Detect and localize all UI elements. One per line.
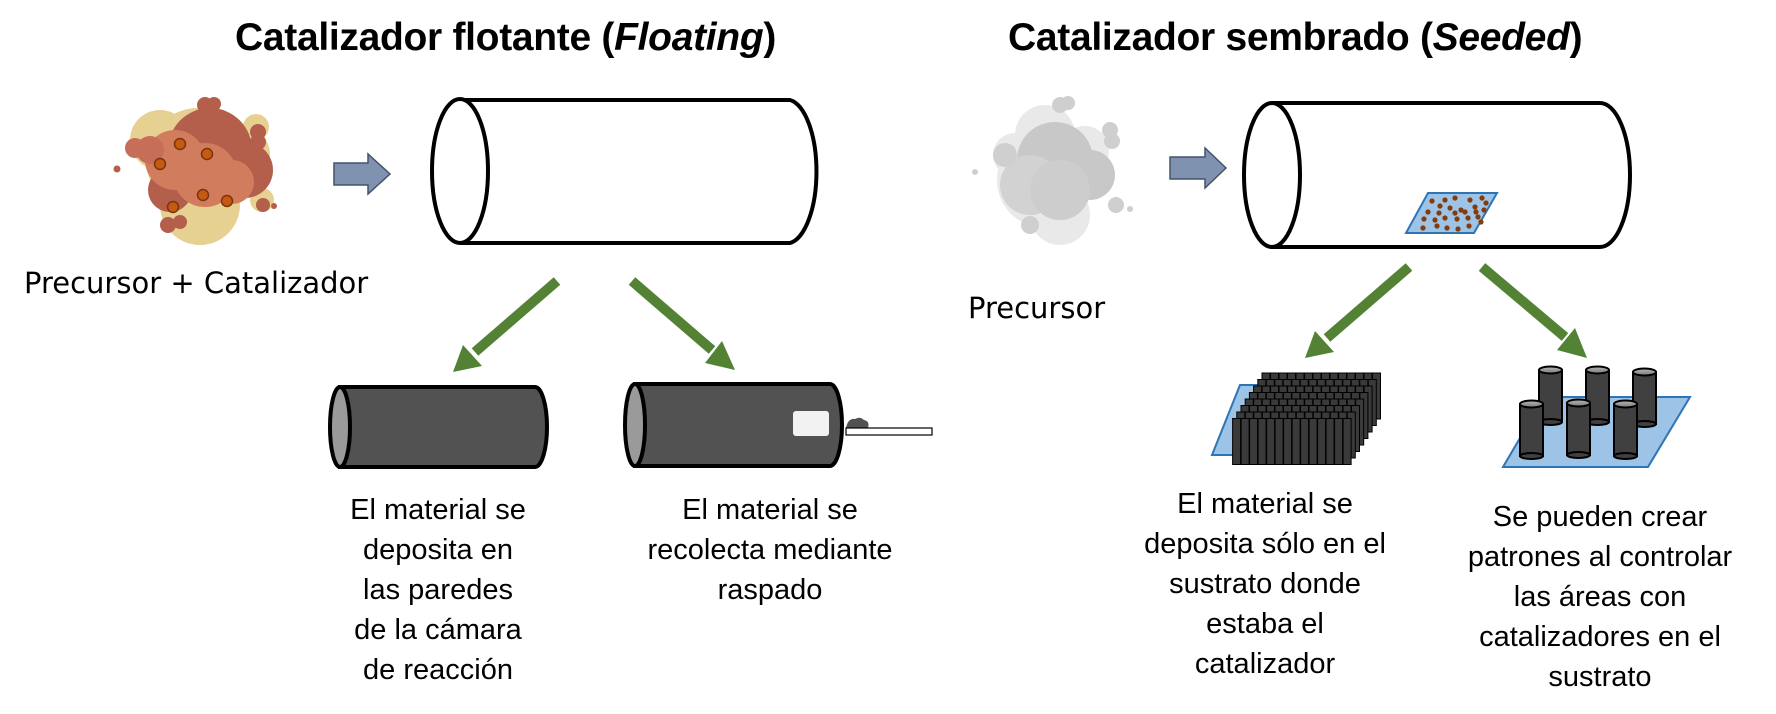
nanotube [1283, 418, 1293, 465]
precursor-catalyst-cloud-icon [113, 97, 277, 245]
catalyst-seed-dot [1442, 215, 1448, 221]
catalyst-particles-icon [153, 137, 234, 214]
catalyst-seed-dot [1447, 205, 1453, 211]
flow-arrow-seeded-icon [1169, 146, 1228, 190]
pillar [1538, 365, 1563, 426]
caption-floating-walls: El material se deposita en las paredes d… [350, 494, 526, 686]
catalyst-seed-dot [1458, 207, 1464, 213]
seeded-substrate-icon [1404, 192, 1499, 234]
nanotube [1274, 418, 1284, 465]
nanotube [1266, 418, 1276, 465]
caption-floating-scraping: El material se recolecta mediante raspad… [647, 494, 893, 606]
scraper-tool-icon [845, 417, 933, 436]
floating-catalyst-title: Catalizador flotante (Floating) [235, 16, 776, 60]
deposited-tube-icon [328, 385, 549, 469]
flow-arrow-floating-icon [333, 152, 392, 196]
catalyst-seed-dot [1475, 214, 1481, 220]
catalyst-seed-dot [1425, 209, 1431, 215]
result-arrow-walls-icon [453, 277, 561, 372]
catalyst-seed-dot [1483, 200, 1489, 206]
nanotube [1232, 418, 1242, 465]
catalyst-seed-dot [1452, 195, 1458, 201]
result-arrow-scraping-icon [628, 277, 735, 370]
pillar [1632, 367, 1657, 428]
caption-seeded-patterns: Se pueden crear patrones al controlar la… [1467, 501, 1733, 693]
title-italic-term: Seeded [1432, 16, 1570, 59]
title-text-end: ) [763, 16, 777, 59]
scraped-tube-icon [623, 382, 844, 468]
catalyst-seed-dot [1454, 216, 1460, 222]
reactor-tube-floating-icon [430, 97, 819, 245]
catalyst-seed-dot [1473, 209, 1479, 215]
nanotube [1342, 418, 1352, 465]
patterned-pillars-icon [1501, 365, 1692, 468]
caption-seeded-substrate: El material se deposita sólo en el sustr… [1144, 488, 1386, 680]
seeded-catalyst-title: Catalizador sembrado (Seeded) [1008, 16, 1583, 60]
title-text: Catalizador flotante ( [235, 16, 615, 59]
scraped-area [793, 411, 829, 436]
result-arrow-substrate-icon [1305, 263, 1413, 358]
title-text: Catalizador sembrado ( [1008, 16, 1433, 59]
catalyst-seed-dot [1436, 210, 1442, 216]
precursor-cloud-icon [972, 96, 1133, 245]
catalyst-seed-dot [1466, 223, 1472, 229]
catalyst-seed-dot [1481, 207, 1487, 213]
catalyst-seed-dot [1444, 225, 1450, 231]
pillar-array [1519, 365, 1657, 460]
catalyst-seed-dot [1465, 215, 1471, 221]
catalyst-seeds-icon [1420, 195, 1489, 232]
nanotube [1325, 418, 1335, 465]
nanotube [1257, 418, 1267, 465]
title-text-end: ) [1569, 16, 1583, 59]
nanotube [1334, 418, 1344, 465]
nanotube [1249, 418, 1259, 465]
catalyst-seed-dot [1452, 210, 1458, 216]
pillar [1585, 365, 1610, 426]
dense-nanotube-forest-icon [1210, 372, 1381, 465]
catalyst-seed-dot [1478, 219, 1484, 225]
catalyst-seed-dot [1437, 203, 1443, 209]
catalyst-seed-dot [1429, 198, 1435, 204]
catalyst-seed-dot [1421, 216, 1427, 222]
catalyst-seed-dot [1432, 217, 1438, 223]
catalyst-seed-dot [1467, 197, 1473, 203]
precursor-catalyst-label: Precursor + Catalizador [24, 266, 369, 300]
reactor-tube-seeded-icon [1242, 101, 1632, 249]
catalyst-seed-dot [1442, 197, 1448, 203]
pillar [1566, 398, 1591, 459]
pillar [1613, 399, 1638, 460]
catalyst-seed-dot [1420, 225, 1426, 231]
nanotube [1317, 418, 1327, 465]
pillar [1519, 399, 1544, 460]
catalyst-seed-dot [1479, 195, 1485, 201]
catalyst-seed-dot [1455, 226, 1461, 232]
catalyst-seed-dot [1434, 223, 1440, 229]
title-italic-term: Floating [614, 16, 764, 59]
catalyst-seed-dot [1472, 204, 1478, 210]
nanotube [1291, 418, 1301, 465]
nanotube [1300, 418, 1310, 465]
catalyst-seed-dot [1462, 209, 1468, 215]
nanotube-array [1232, 372, 1381, 465]
precursor-label: Precursor [968, 291, 1106, 325]
result-arrow-patterns-icon [1478, 263, 1587, 358]
nanotube [1240, 418, 1250, 465]
nanotube [1308, 418, 1318, 465]
